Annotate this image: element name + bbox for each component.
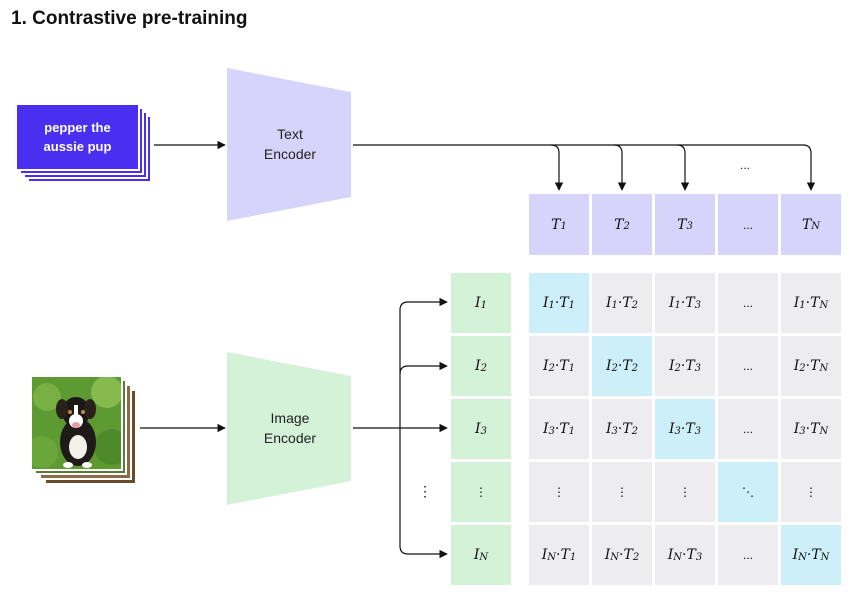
arrow-to-I1	[399, 297, 448, 428]
text-encoder-label: Text Encoder	[235, 124, 345, 164]
text-encoder-shape	[227, 68, 351, 221]
text-card-front	[15, 103, 140, 171]
arrow-to-TN	[677, 144, 816, 191]
dog-photo-svg	[32, 377, 121, 469]
image-encoder-shape	[227, 352, 351, 505]
matrix-cell: ...	[718, 399, 778, 459]
arrow-to-T2	[551, 144, 627, 191]
matrix-cell: ⋮	[592, 462, 652, 522]
dog-photo-icon	[30, 375, 123, 471]
matrix-diagonal-cell: ⋱	[718, 462, 778, 522]
image-encoder-label: Image Encoder	[235, 408, 345, 448]
arrow-to-T1	[353, 144, 564, 191]
matrix-cell: ...	[718, 525, 778, 585]
text-input-line1: pepper the	[44, 120, 111, 135]
text-embedding-cell: ...	[718, 194, 778, 255]
matrix-cell: ...	[718, 336, 778, 396]
matrix-cell: ...	[718, 273, 778, 333]
image-encoder-label-line1: Image	[270, 410, 310, 426]
text-arrows-ellipsis: ...	[739, 158, 750, 172]
matrix-cell: ⋮	[655, 462, 715, 522]
matrix-cell: ⋮	[781, 462, 841, 522]
arrow-to-IN	[399, 428, 448, 559]
image-embedding-cell: ⋮	[451, 462, 511, 522]
matrix-cell: ⋮	[529, 462, 589, 522]
text-encoder-label-line2: Encoder	[263, 146, 317, 162]
text-input-caption: pepper the aussie pup	[15, 103, 140, 171]
image-arrows-ellipsis: ⋮	[418, 483, 432, 499]
text-input-line2: aussie pup	[43, 139, 112, 154]
diagram-title: 1. Contrastive pre-training	[11, 8, 248, 29]
text-encoder-label-line1: Text	[277, 126, 303, 142]
arrow-to-T3	[614, 144, 690, 191]
arrow-to-I2	[399, 361, 448, 375]
image-encoder-label-line2: Encoder	[263, 430, 317, 446]
